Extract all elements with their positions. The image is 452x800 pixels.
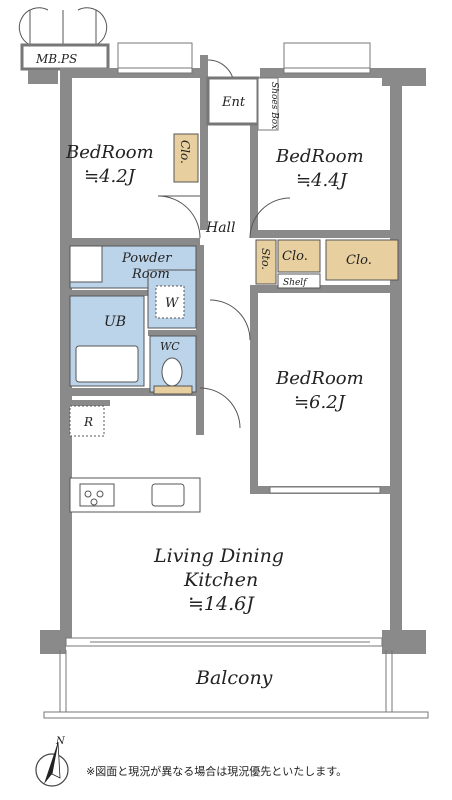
balcony [43,650,429,719]
hall-label: Hall [205,220,236,236]
bedroom-lower-label: BedRoom [275,368,364,389]
storage-small [255,239,277,285]
wc-shelf [153,385,193,395]
entrance-door-top [18,7,108,46]
refrigerator-label: R [83,415,93,429]
wc-label: WC [160,340,180,353]
sink-icon [69,245,103,283]
toilet-icon [161,357,183,387]
windows-bottom [65,486,383,647]
kitchen-sink-icon [151,483,185,507]
storage-label: Sto. [259,248,272,270]
powder-room-label-1: Powder [121,251,172,266]
north-label: N [55,736,66,747]
mbps-box [20,43,110,71]
hall-doors [157,195,291,239]
bedroom-left-label: BedRoom [65,142,154,163]
bath-unit-label: UB [104,314,126,330]
bedroom-left-size: ≒4.2J [84,166,137,187]
closet-right [325,239,399,281]
closet-mid-label: Clo. [282,249,308,264]
bathtub-icon [75,345,139,383]
powder-room-label-2: Room [131,267,170,282]
shelf-label: Shelf [283,278,308,288]
closet-left-label: Clo. [178,140,192,164]
shelf [277,273,321,289]
closet-left [173,133,199,183]
bedroom-lower-door [209,299,251,341]
windows-top [117,42,371,74]
ldk-label-2: Kitchen [183,569,258,591]
shoes-box-label: Shoes Box [269,82,279,129]
washer-icon [155,285,185,319]
closet-mid [277,239,321,273]
mbps-label: MB.PS [35,52,77,66]
ldk-label-1: Living Dining [153,545,284,567]
north-arrow-icon [35,741,69,787]
closet-right-label: Clo. [346,253,372,268]
bedroom-right-size: ≒4.4J [296,170,349,191]
bedroom-lower-size: ≒6.2J [294,392,347,413]
disclaimer-note: ※図面と現況が異なる場合は現況優先といたします。 [86,765,348,778]
entrance-area [206,59,279,131]
wc-door [199,387,241,429]
ent-label: Ent [221,95,246,110]
bedroom-right-label: BedRoom [275,146,364,167]
refrigerator-icon [69,405,105,437]
balcony-label: Balcony [195,667,273,689]
washer-label: W [165,296,180,311]
ldk-size: ≒14.6J [188,593,255,615]
